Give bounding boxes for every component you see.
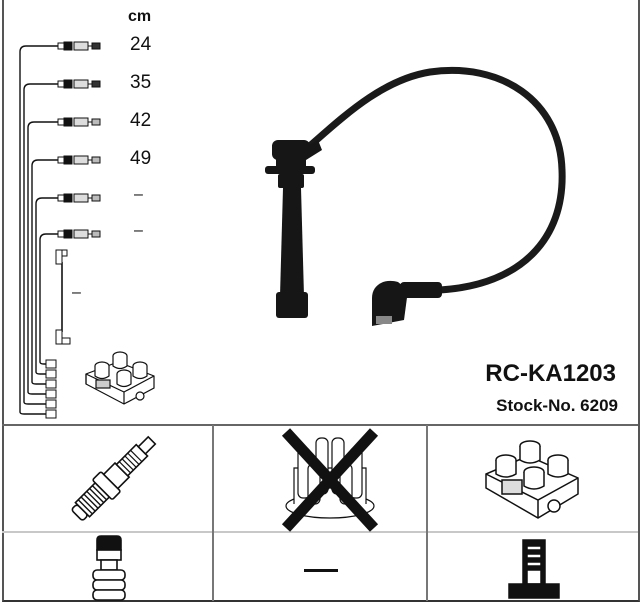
dash-icon (304, 569, 338, 572)
section-divider (2, 424, 638, 426)
length-value: 49 (130, 148, 152, 169)
length-value: – (72, 284, 81, 301)
grid-col-divider-2 (426, 425, 428, 601)
spark-plug-connector-icon (92, 535, 126, 601)
cable-set-schematic-icon (19, 41, 155, 419)
ignition-cable-icon (265, 67, 566, 326)
ignition-coil-icon (485, 440, 579, 519)
grid-row-divider (2, 531, 638, 533)
length-unit-label: cm (128, 8, 152, 25)
part-number: RC-KA1203 (485, 360, 616, 387)
length-value: 24 (130, 34, 152, 55)
spark-plug-icon (71, 435, 157, 521)
length-value: 35 (130, 72, 152, 93)
length-value: 42 (130, 110, 152, 131)
grid-col-divider-1 (212, 425, 214, 601)
length-value: – (134, 222, 143, 239)
coil-connector-icon (508, 539, 560, 599)
length-value: – (134, 186, 143, 203)
stock-number: Stock-No. 6209 (496, 396, 618, 415)
distributor-cap-icon (281, 428, 379, 532)
